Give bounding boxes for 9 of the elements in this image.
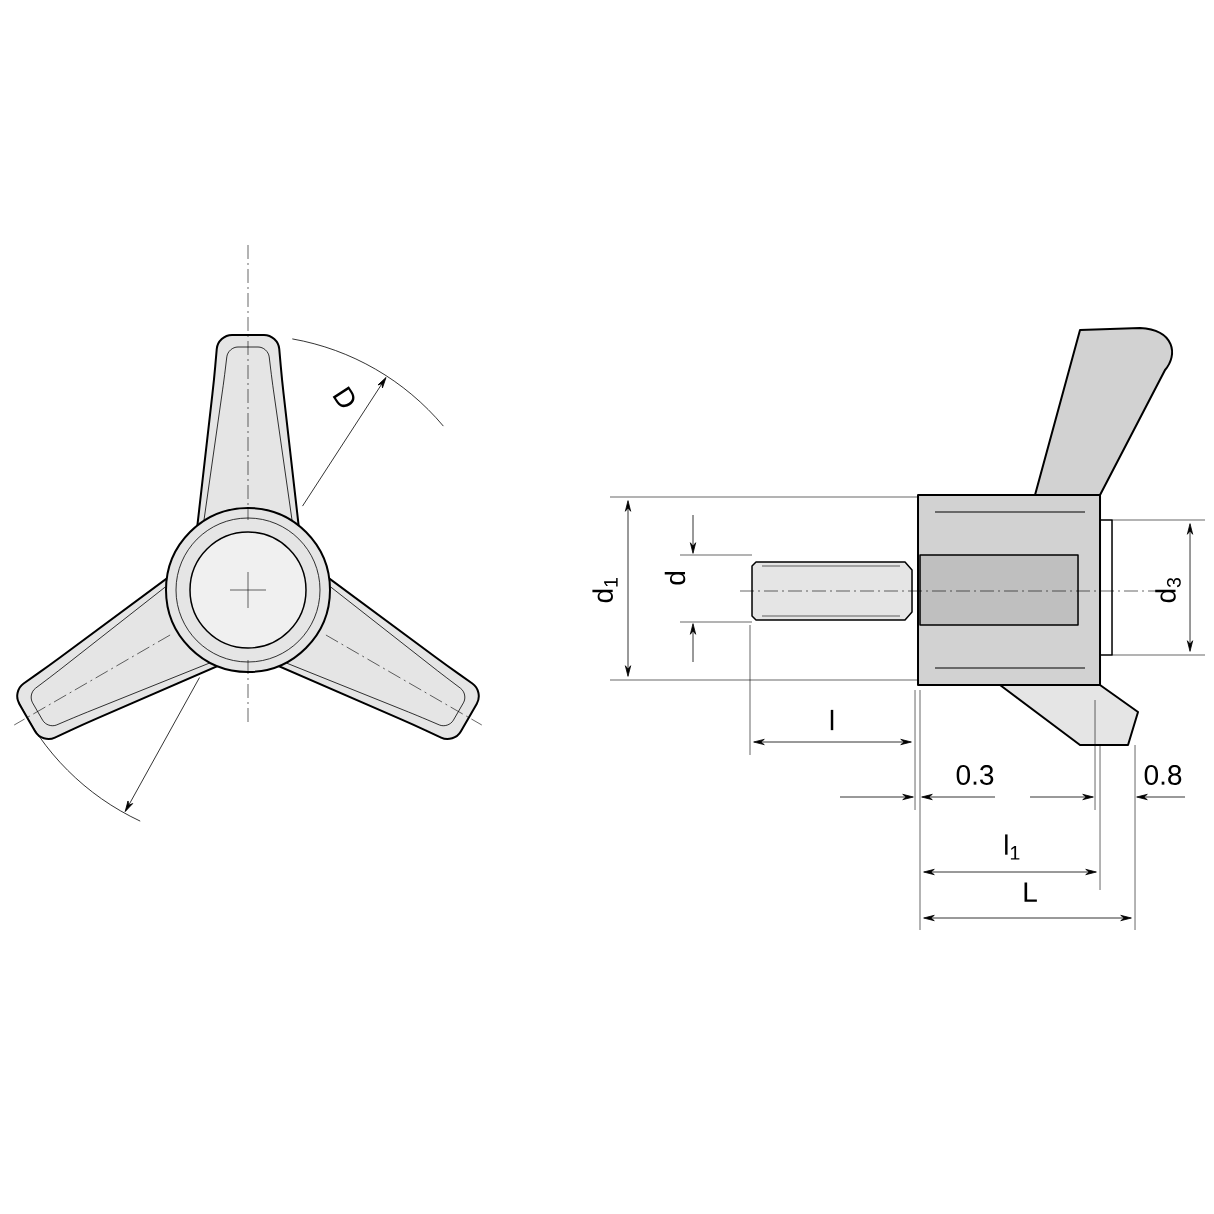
dimension-label: l	[830, 709, 834, 731]
dimension-label: d$_{1}$	[592, 578, 618, 603]
dimension-label: d	[664, 572, 686, 585]
dimension-label: l$_{1}$	[1005, 834, 1020, 860]
dimension-label: D	[332, 386, 355, 408]
dimension-label: 0.8	[1144, 765, 1182, 785]
dimension-label: 0.3	[956, 765, 994, 785]
dimension-label: L	[1024, 882, 1037, 902]
dimension-label: d$_{3}$	[1155, 577, 1181, 603]
